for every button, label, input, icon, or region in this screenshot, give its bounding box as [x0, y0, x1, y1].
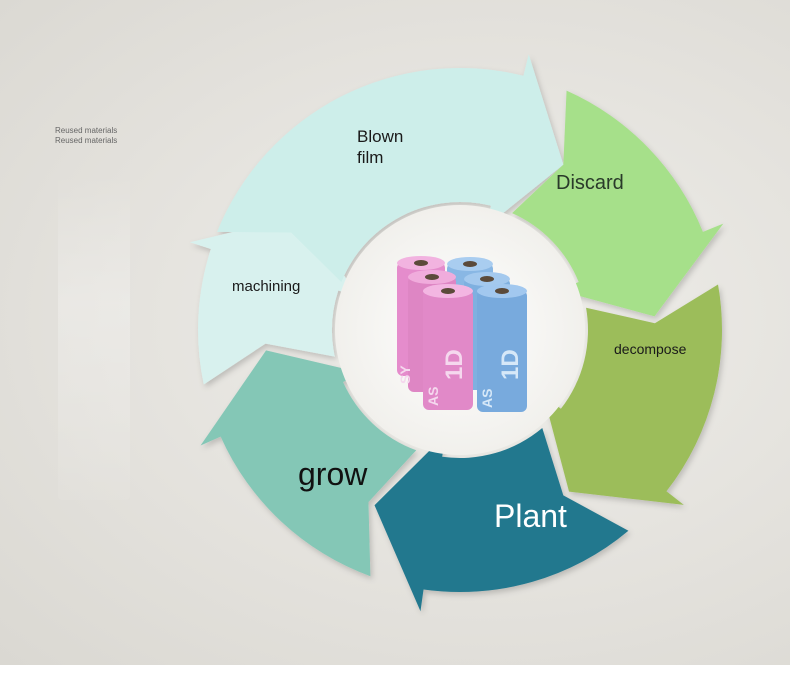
bottom-strip	[0, 665, 790, 678]
stage-label-decompose: decompose	[614, 341, 687, 357]
stage-label-blown-film: Blown film	[357, 127, 404, 167]
roll-text-1d-blue: 1D	[497, 349, 524, 380]
stage-label-discard: Discard	[556, 172, 624, 194]
roll-front-pink: AS 1D	[423, 284, 473, 410]
stage-label-grow: grow	[298, 456, 368, 492]
roll-text-as-pink: AS	[425, 387, 441, 406]
arrow-segment-grow	[200, 350, 417, 577]
arrow-segment-plant	[374, 428, 629, 612]
arrow-segment-discard	[512, 90, 724, 317]
roll-text-1d-pink: 1D	[441, 349, 468, 380]
stage-label-machining: machining	[232, 278, 301, 295]
faded-side-graphic	[58, 172, 130, 500]
reused-materials-note: Reused materials Reused materials	[55, 126, 117, 146]
roll-front-blue: AS 1D	[477, 284, 527, 412]
reused-materials-line-2: Reused materials	[55, 136, 118, 145]
stage-label-plant: Plant	[494, 498, 567, 534]
arrow-segment-decompose	[543, 284, 722, 505]
roll-text-sy-pink: SY	[397, 365, 413, 384]
film-rolls-image: AS 1D AS 1D SY	[397, 256, 527, 412]
roll-text-as-blue: AS	[479, 389, 495, 408]
reused-materials-line-1: Reused materials	[55, 126, 118, 135]
arrow-segment-blown-film	[217, 54, 564, 283]
